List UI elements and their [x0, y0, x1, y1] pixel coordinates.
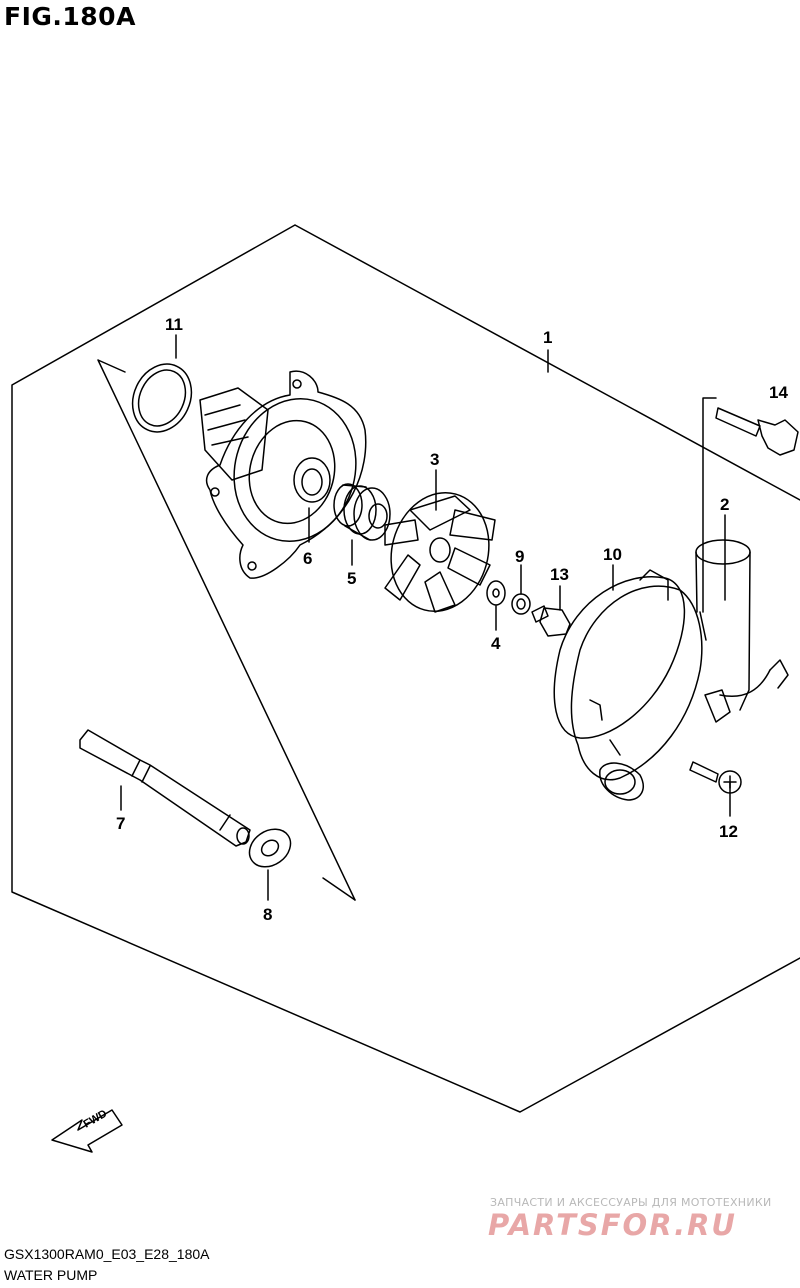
callout-13: 13: [550, 565, 569, 584]
leader-14: [702, 397, 717, 613]
pump-shaft-7: [79, 729, 251, 847]
washer-4: [486, 580, 506, 606]
pump-body-6: [199, 370, 367, 579]
assembly-boundary: [11, 224, 800, 1113]
callout-11: 11: [165, 315, 183, 334]
callout-10: 10: [603, 545, 622, 564]
screw-12: [689, 761, 742, 794]
callout-9: 9: [515, 547, 524, 566]
fwd-arrow-icon: [51, 1109, 123, 1153]
o-ring-11: [131, 363, 193, 433]
callout-6: 6: [303, 549, 312, 568]
bolt-13: [531, 605, 571, 637]
callout-5: 5: [347, 569, 356, 588]
callout-3: 3: [430, 450, 439, 469]
callout-4: 4: [491, 634, 501, 653]
callout-2: 2: [720, 495, 729, 514]
callout-14: 14: [769, 383, 788, 402]
callout-1: 1: [543, 328, 552, 347]
callout-8: 8: [263, 905, 272, 924]
pump-case-2: [570, 539, 789, 801]
watermark-tagline: ЗАПЧАСТИ И АКСЕССУАРЫ ДЛЯ МОТОТЕХНИКИ: [490, 1196, 772, 1209]
washer-8: [248, 828, 292, 868]
washer-9: [511, 593, 531, 615]
mechanical-seal-5: [333, 483, 391, 541]
gasket-10: [553, 576, 686, 739]
watermark-logo: PARTSFOR.RU: [488, 1208, 737, 1242]
callout-12: 12: [719, 822, 738, 841]
figure-title: FIG.180A: [4, 2, 136, 31]
callout-7: 7: [116, 814, 125, 833]
figure-name: WATER PUMP: [4, 1267, 98, 1283]
impeller-3: [384, 491, 496, 613]
sub-assembly-boundary: [97, 359, 356, 901]
model-code: GSX1300RAM0_E03_E28_180A: [4, 1246, 210, 1262]
bolt-14: [715, 407, 799, 456]
